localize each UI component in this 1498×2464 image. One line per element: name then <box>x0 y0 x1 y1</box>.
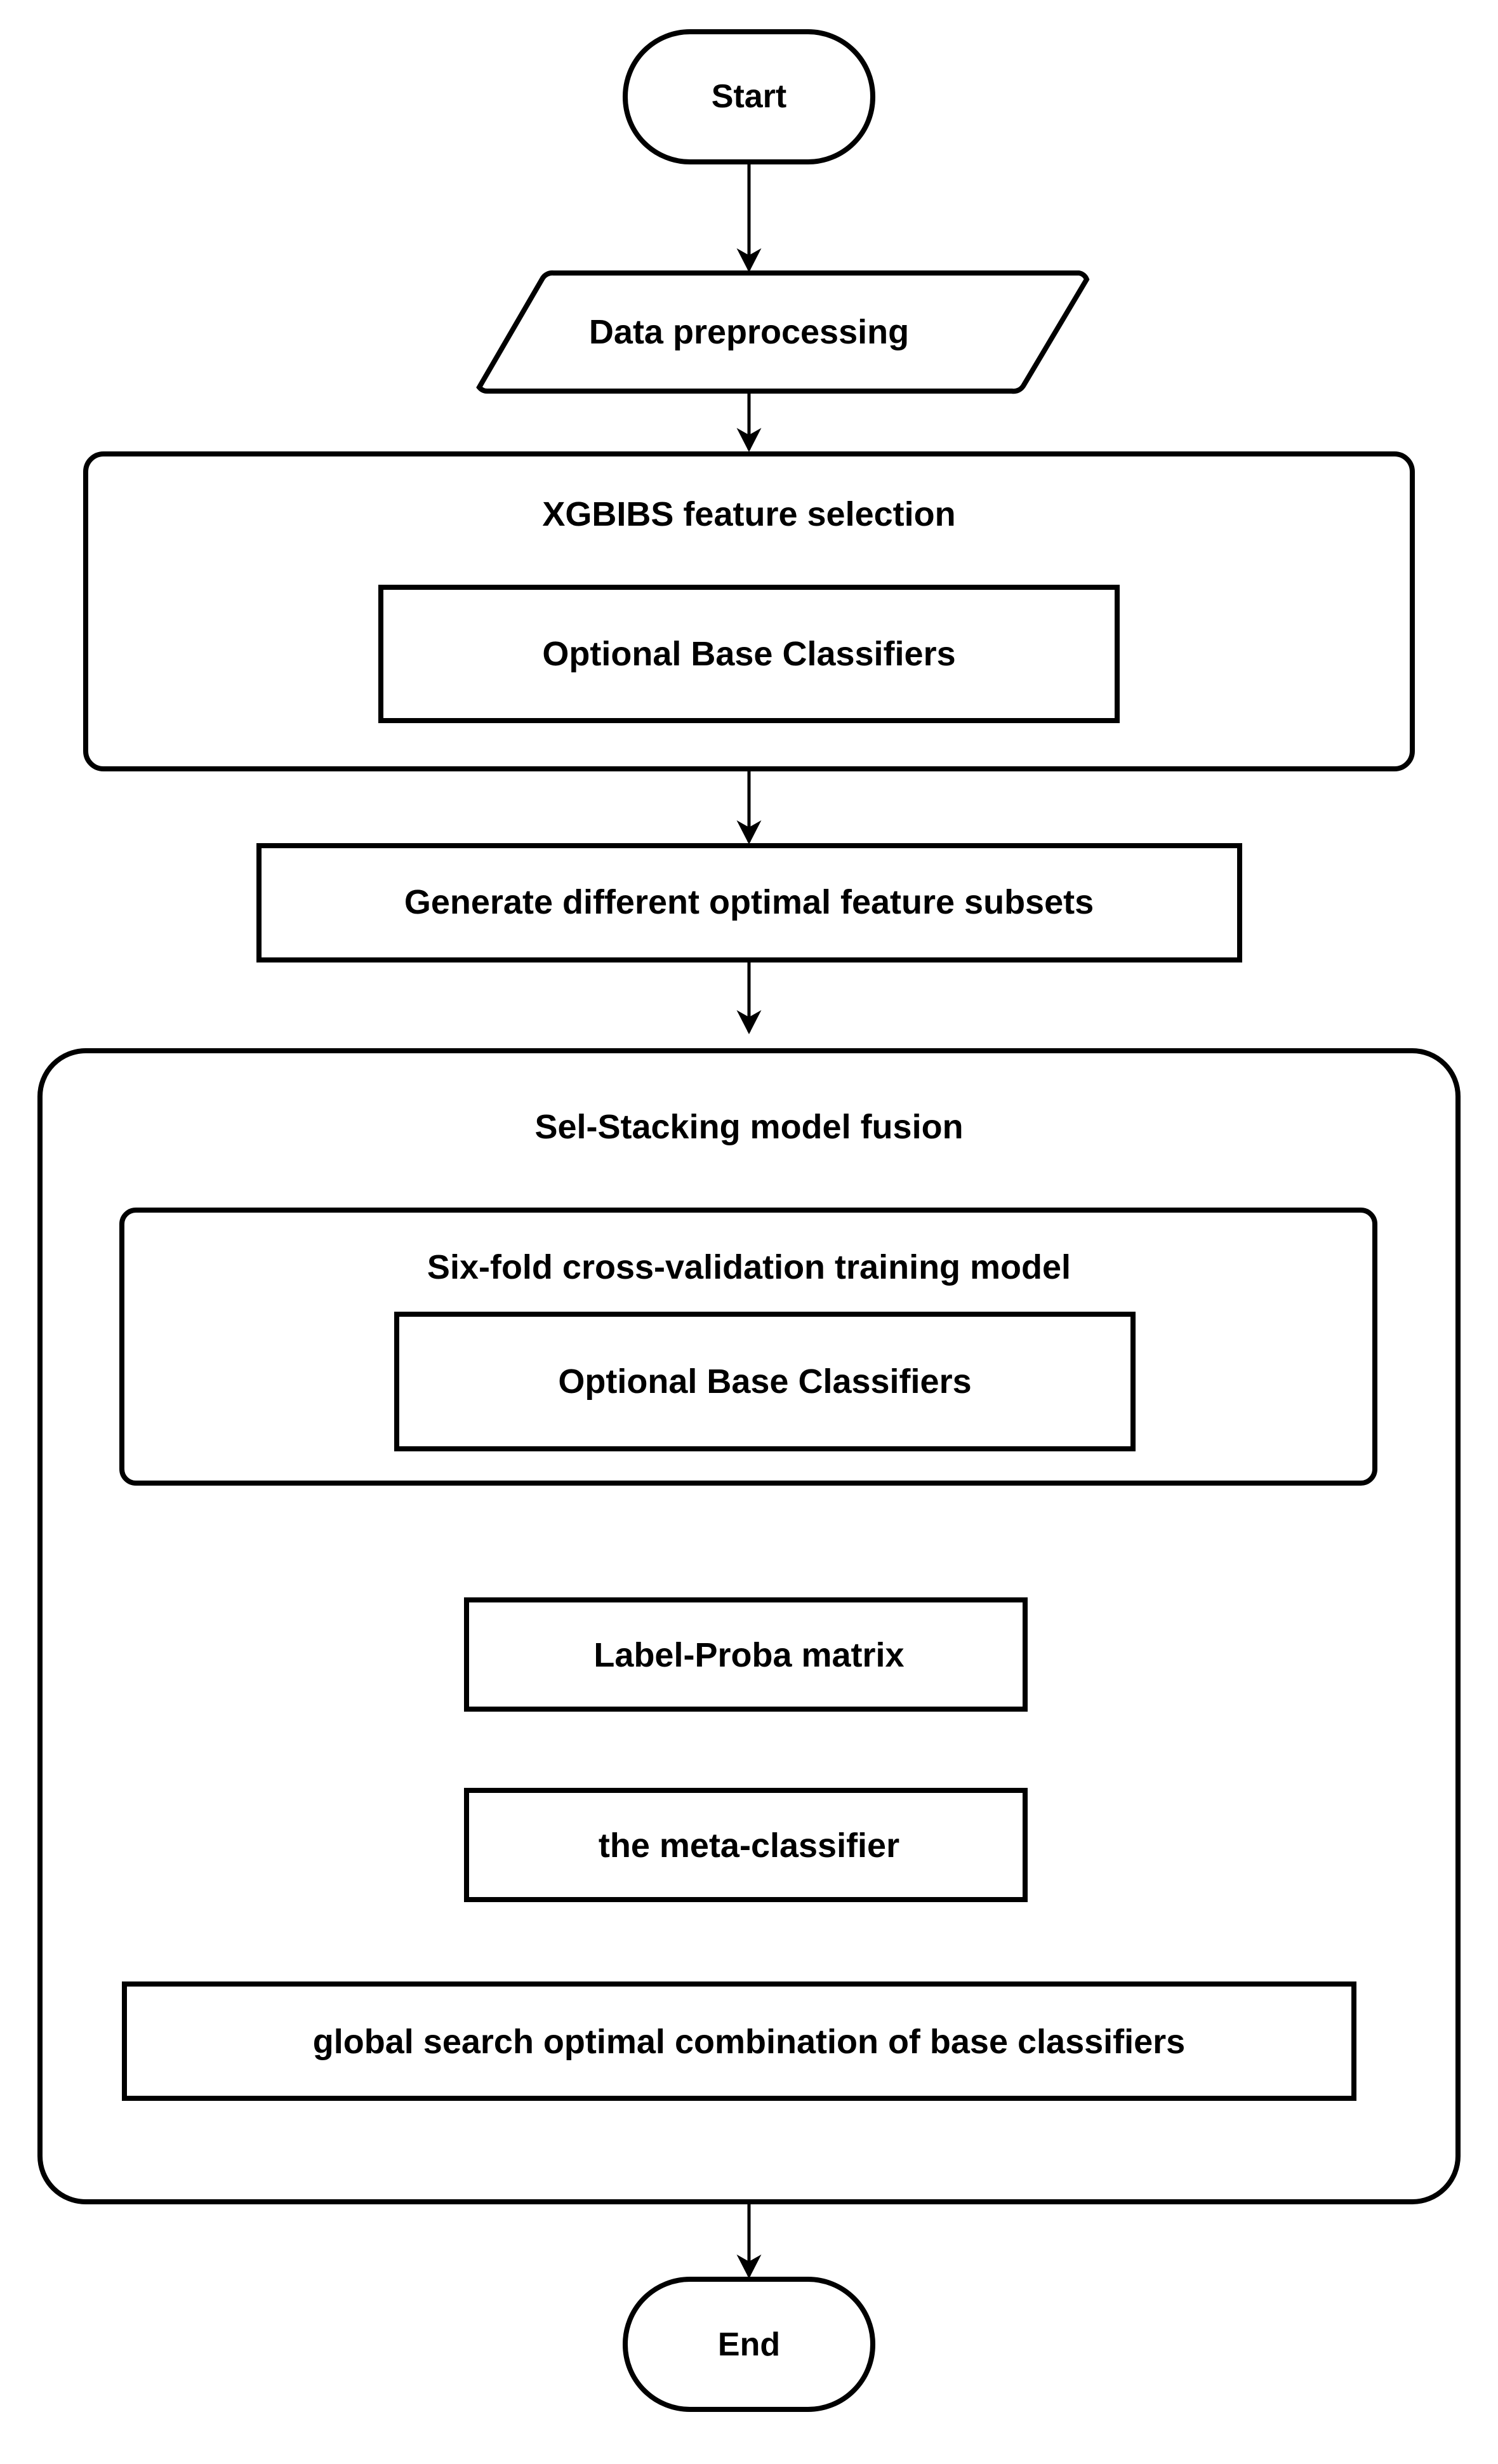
node-start-shape[interactable] <box>623 29 875 164</box>
node-global-search-combination-shape[interactable] <box>122 1981 1356 2101</box>
node-the-meta-classifier-shape[interactable] <box>464 1788 1028 1902</box>
node-label-proba-matrix-shape[interactable] <box>464 1597 1028 1712</box>
node-data-preprocessing-shape[interactable] <box>476 270 1090 394</box>
node-optional-base-classifiers-1-shape[interactable] <box>378 585 1120 723</box>
node-generate-feature-subsets-shape[interactable] <box>256 843 1242 962</box>
node-end-shape[interactable] <box>623 2277 875 2412</box>
node-optional-base-classifiers-2-shape[interactable] <box>394 1312 1136 1451</box>
